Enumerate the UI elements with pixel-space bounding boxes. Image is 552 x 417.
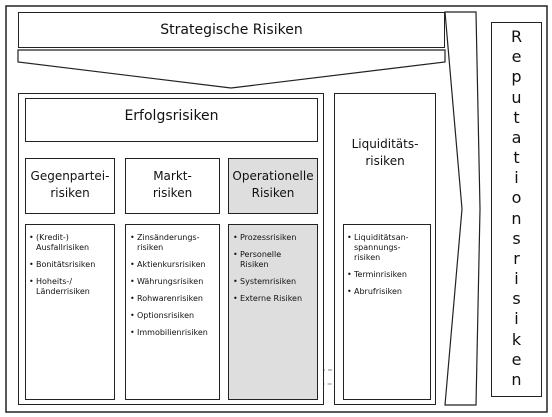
market-risk-header: Markt- risiken [125, 168, 220, 202]
reputation-letter: s [512, 228, 521, 248]
list-item: Externe Risiken [233, 294, 317, 304]
reputation-letter: n [511, 369, 522, 389]
list-item: Systemrisiken [233, 277, 317, 287]
counterparty-header-line-2: risiken [50, 186, 90, 200]
operational-header-line-2: Risiken [251, 186, 295, 200]
counterparty-risk-list: (Kredit-)Ausfallrisiken Bonitätsrisiken … [29, 233, 113, 304]
counterparty-risk-list-box [25, 224, 115, 400]
reputation-letter: e [511, 47, 522, 67]
strategic-risks-box [18, 12, 445, 48]
list-item: Immobilienrisiken [130, 328, 218, 338]
reputation-letter: k [511, 329, 522, 349]
reputation-right-arrow [444, 11, 481, 406]
reputation-letter: u [511, 87, 522, 107]
list-item: Terminrisiken [347, 270, 429, 280]
reputation-letter: t [513, 148, 520, 168]
liquidity-header-line-1: Liquiditäts- [351, 137, 419, 151]
reputation-letter: t [513, 107, 520, 127]
strategic-down-arrow [17, 49, 446, 89]
strategic-risks-title: Strategische Risiken [160, 22, 303, 38]
market-header-line-1: Markt- [153, 169, 192, 183]
reputation-letter: R [510, 27, 523, 46]
liquidity-risk-header: Liquiditäts- risiken [334, 136, 436, 170]
reputation-letter: i [514, 168, 519, 188]
counterparty-risk-header: Gegenpartei- risiken [25, 168, 115, 202]
erfolgsrisiken-header-box [25, 98, 318, 142]
reputation-letter: i [514, 309, 519, 329]
operational-risk-header-box [228, 158, 318, 214]
list-item: Aktienkursrisiken [130, 260, 218, 270]
reputation-letter: s [512, 289, 521, 309]
operational-risk-header: Operationelle Risiken [228, 168, 318, 202]
reputation-letter: a [511, 127, 522, 147]
list-item: Zinsänderungs-risiken [130, 233, 218, 253]
reputation-letter: r [513, 248, 520, 268]
liquidity-header-line-2: risiken [365, 154, 405, 168]
list-item: Optionsrisiken [130, 311, 218, 321]
reputation-letter: e [511, 349, 522, 369]
reputation-letter: i [514, 269, 519, 289]
market-risk-list: Zinsänderungs-risiken Aktienkursrisiken … [130, 233, 218, 345]
operational-header-line-1: Operationelle [232, 169, 314, 183]
list-item: Liquiditätsan-spannungs-risiken [347, 233, 429, 263]
counterparty-header-line-1: Gegenpartei- [30, 169, 110, 183]
list-item: Hoheits-/Länderrisiken [29, 277, 113, 297]
list-item: Bonitätsrisiken [29, 260, 113, 270]
erfolgsrisiken-title: Erfolgsrisiken [124, 108, 219, 124]
liquidity-risk-list: Liquiditätsan-spannungs-risiken Terminri… [347, 233, 429, 304]
list-item: Abrufrisiken [347, 287, 429, 297]
market-header-line-2: risiken [152, 186, 193, 200]
reputation-risk-box [491, 22, 542, 397]
market-risk-header-box [125, 158, 220, 214]
reputation-letter: o [511, 188, 522, 208]
reputation-letter: p [511, 67, 522, 87]
list-item: Währungsrisiken [130, 277, 218, 287]
counterparty-risk-header-box [25, 158, 115, 214]
list-item: Rohwarenrisiken [130, 294, 218, 304]
reputation-letter: n [511, 208, 522, 228]
list-item: Prozessrisiken [233, 233, 317, 243]
list-item: (Kredit-)Ausfallrisiken [29, 233, 113, 253]
